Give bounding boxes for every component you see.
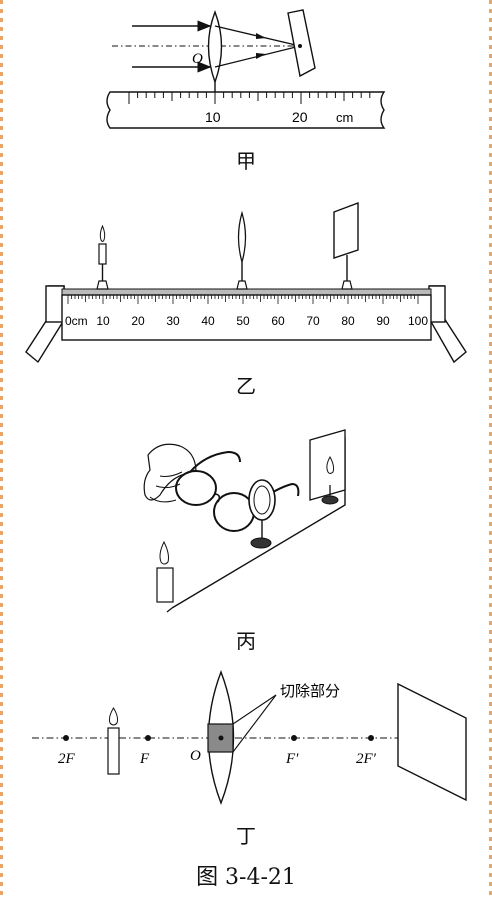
panel-yi: 0cm 10 20 30 40 50 60 70 80 90 100 乙 [25, 201, 467, 398]
bench-label-20: 20 [131, 314, 145, 328]
ding-screen [397, 682, 467, 802]
ruler-label-cm: cm [336, 110, 353, 125]
bench-label-40: 40 [201, 314, 215, 328]
bench-lens [237, 210, 247, 265]
candle-flame [99, 224, 106, 242]
candle [98, 243, 107, 265]
bench-label-50: 50 [236, 314, 250, 328]
ruler-label-20: 20 [292, 109, 308, 125]
bench-ticks [67, 295, 419, 304]
convex-lens [207, 10, 223, 85]
page-edge-right [489, 0, 492, 897]
caption-yi: 乙 [236, 374, 256, 398]
label-f-prime: F′ [285, 751, 299, 767]
leader-line-2 [232, 694, 277, 753]
lens-center-label: O [192, 51, 203, 67]
lens-base [236, 280, 248, 290]
bench-label-0cm: 0cm [65, 314, 88, 328]
focal-spot [298, 44, 302, 48]
optical-center [218, 735, 224, 741]
ding-candle [107, 727, 120, 775]
bench-screen [333, 201, 359, 259]
lens-ring-inner [253, 485, 271, 515]
glasses-lens-left [175, 470, 217, 506]
screen-flame-image [326, 455, 335, 474]
ruler-ticks [128, 92, 371, 104]
bench-rail [61, 288, 432, 296]
cut-region [207, 723, 234, 753]
ruler-label-10: 10 [205, 109, 221, 125]
panel-jia: O 10 20 cm 甲 [106, 9, 386, 173]
bench-label-80: 80 [341, 314, 355, 328]
cut-label: 切除部分 [280, 683, 340, 700]
candle-base [96, 280, 109, 290]
bing-candle [156, 567, 174, 603]
page-edge-left [0, 0, 3, 897]
ding-candle-flame [108, 707, 119, 726]
leader-line-1 [232, 694, 277, 725]
label-o: O [190, 748, 201, 764]
label-2f: 2F [58, 751, 76, 767]
ruler [106, 91, 386, 129]
bench-label-90: 90 [376, 314, 390, 328]
caption-bing: 丙 [236, 629, 256, 653]
glasses-bridge [213, 493, 221, 503]
point-2f [63, 735, 69, 741]
bench-labels: 0cm 10 20 30 40 50 60 70 80 90 100 [65, 314, 428, 328]
ray-arrow-bottom [256, 53, 266, 59]
point-f [145, 735, 151, 741]
caption-ding: 丁 [236, 824, 256, 848]
panel-ding: 切除部分 2F F O F′ 2F′ 丁 [32, 670, 467, 848]
bench-label-10: 10 [96, 314, 110, 328]
bench-label-100: 100 [408, 314, 428, 328]
table-front [166, 607, 173, 613]
screen-base [341, 280, 353, 290]
lens-holder-base [250, 537, 272, 549]
bing-candle-flame [159, 540, 169, 565]
label-2f-prime: 2F′ [356, 751, 377, 767]
bench-label-30: 30 [166, 314, 180, 328]
caption-jia: 甲 [236, 149, 256, 173]
bench-scale [61, 294, 432, 341]
bench-label-70: 70 [306, 314, 320, 328]
screen [287, 9, 316, 78]
panel-bing: 丙 [143, 429, 346, 653]
bench-label-60: 60 [271, 314, 285, 328]
label-f: F [139, 751, 150, 767]
ray-arrow-top [256, 33, 266, 39]
point-2f-prime [368, 735, 374, 741]
glasses-arm-left [189, 450, 241, 473]
screen-holder [321, 495, 339, 505]
point-f-prime [291, 735, 297, 741]
figure-title: 图 3-4-21 [196, 865, 296, 890]
fingers [149, 471, 183, 503]
